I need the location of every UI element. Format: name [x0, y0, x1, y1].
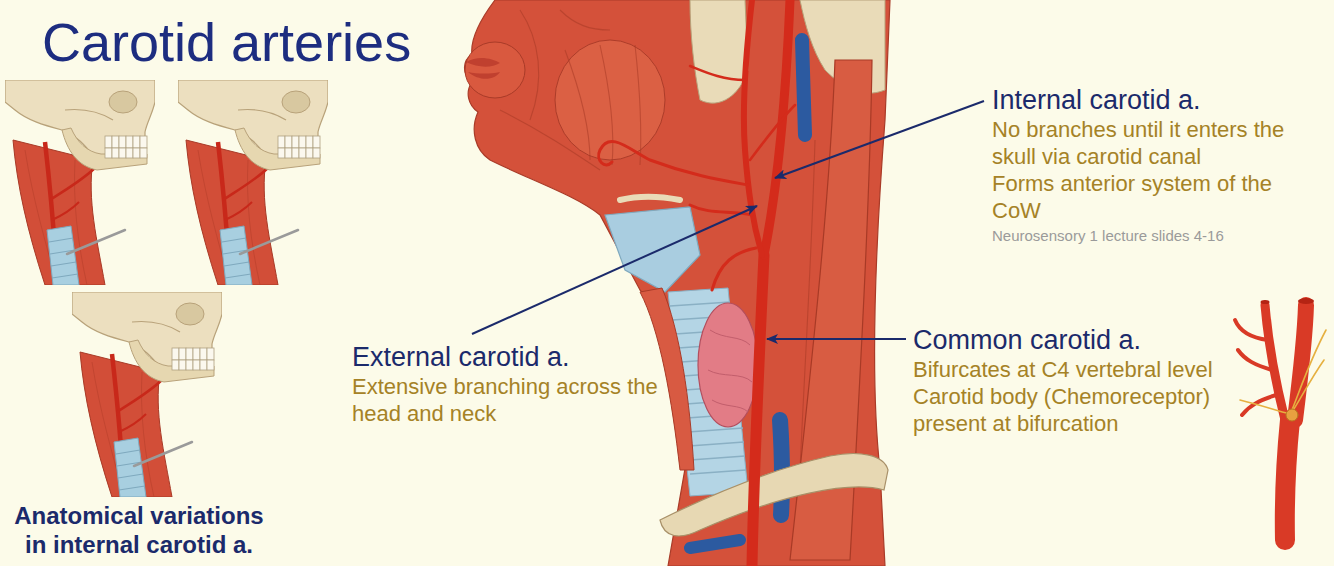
bifurcation-inset-part [1298, 298, 1314, 304]
neck-illustration-part [690, 0, 748, 103]
thyroid-gland [698, 303, 758, 427]
neck-illustration-part-part [635, 45, 641, 165]
arteries [599, 0, 795, 566]
neck-muscles [465, 0, 891, 566]
bifurcation-inset-part [1238, 350, 1272, 370]
neck-illustration-part-part [500, 110, 600, 170]
structure-note: Bifurcates at C4 vertebral level [913, 356, 1223, 383]
neck-illustration-part-part [520, 10, 539, 120]
clavicle [660, 454, 888, 536]
structure-name: Internal carotid a. [992, 85, 1312, 115]
neck-illustration-part [708, 330, 752, 412]
slide-title: Carotid arteries [42, 11, 411, 73]
leader-lines [472, 101, 984, 339]
bifurcation-inset-part [1286, 409, 1298, 421]
variation-figures-part [72, 292, 222, 497]
neck-illustration-part [466, 58, 500, 67]
neck-illustration-part-part [565, 50, 590, 160]
leader-line [472, 206, 757, 334]
arteries-part [744, 0, 762, 255]
bifurcation-inset [1235, 298, 1326, 540]
neck-illustration-part [468, 72, 500, 79]
thyroid-cartilage [605, 207, 700, 292]
variation-figures-part [5, 80, 155, 285]
bifurcation-inset-part [1285, 420, 1290, 540]
neck-illustration-part [690, 540, 740, 548]
bifurcation-inset-part [1235, 320, 1268, 340]
neck-illustration-part [620, 197, 680, 200]
neck-illustration-part-part [560, 10, 610, 30]
neck-illustration-part [465, 42, 525, 98]
bifurcation-inset-part [1240, 400, 1290, 414]
arteries-part [752, 255, 764, 566]
structure-note: Extensive branching across the head and … [352, 373, 664, 427]
arteries-part [712, 248, 756, 290]
neck-illustration [465, 0, 891, 566]
structure-note: Forms anterior system of the CoW [992, 170, 1292, 224]
leader-line [775, 101, 984, 178]
bifurcation-inset-part [1265, 305, 1285, 420]
bifurcation-inset-part [1292, 360, 1324, 412]
bifurcation-inset-part [1292, 330, 1326, 410]
variation-figures-part [178, 80, 328, 285]
structure-note: Carotid body (Chemoreceptor) present at … [913, 383, 1223, 437]
reference-note: Neurosensory 1 lecture slides 4-16 [992, 226, 1312, 246]
arteries-part [690, 66, 745, 80]
variation-figures [5, 80, 328, 497]
structure-note: No branches until it enters the skull vi… [992, 116, 1292, 170]
arteries-part [599, 141, 748, 185]
arteries-part [764, 0, 790, 255]
leader-line [767, 338, 906, 340]
neck-illustration-part [500, 10, 855, 470]
structure-name: Common carotid a. [913, 325, 1213, 355]
figure-caption: Anatomical variations in internal caroti… [8, 501, 270, 559]
bifurcation-inset-part [1295, 305, 1306, 420]
bifurcation-inset-part [1261, 300, 1270, 304]
structure-name: External carotid a. [352, 342, 652, 372]
neck-illustration-part [802, 40, 805, 135]
arteries-part [750, 105, 795, 160]
